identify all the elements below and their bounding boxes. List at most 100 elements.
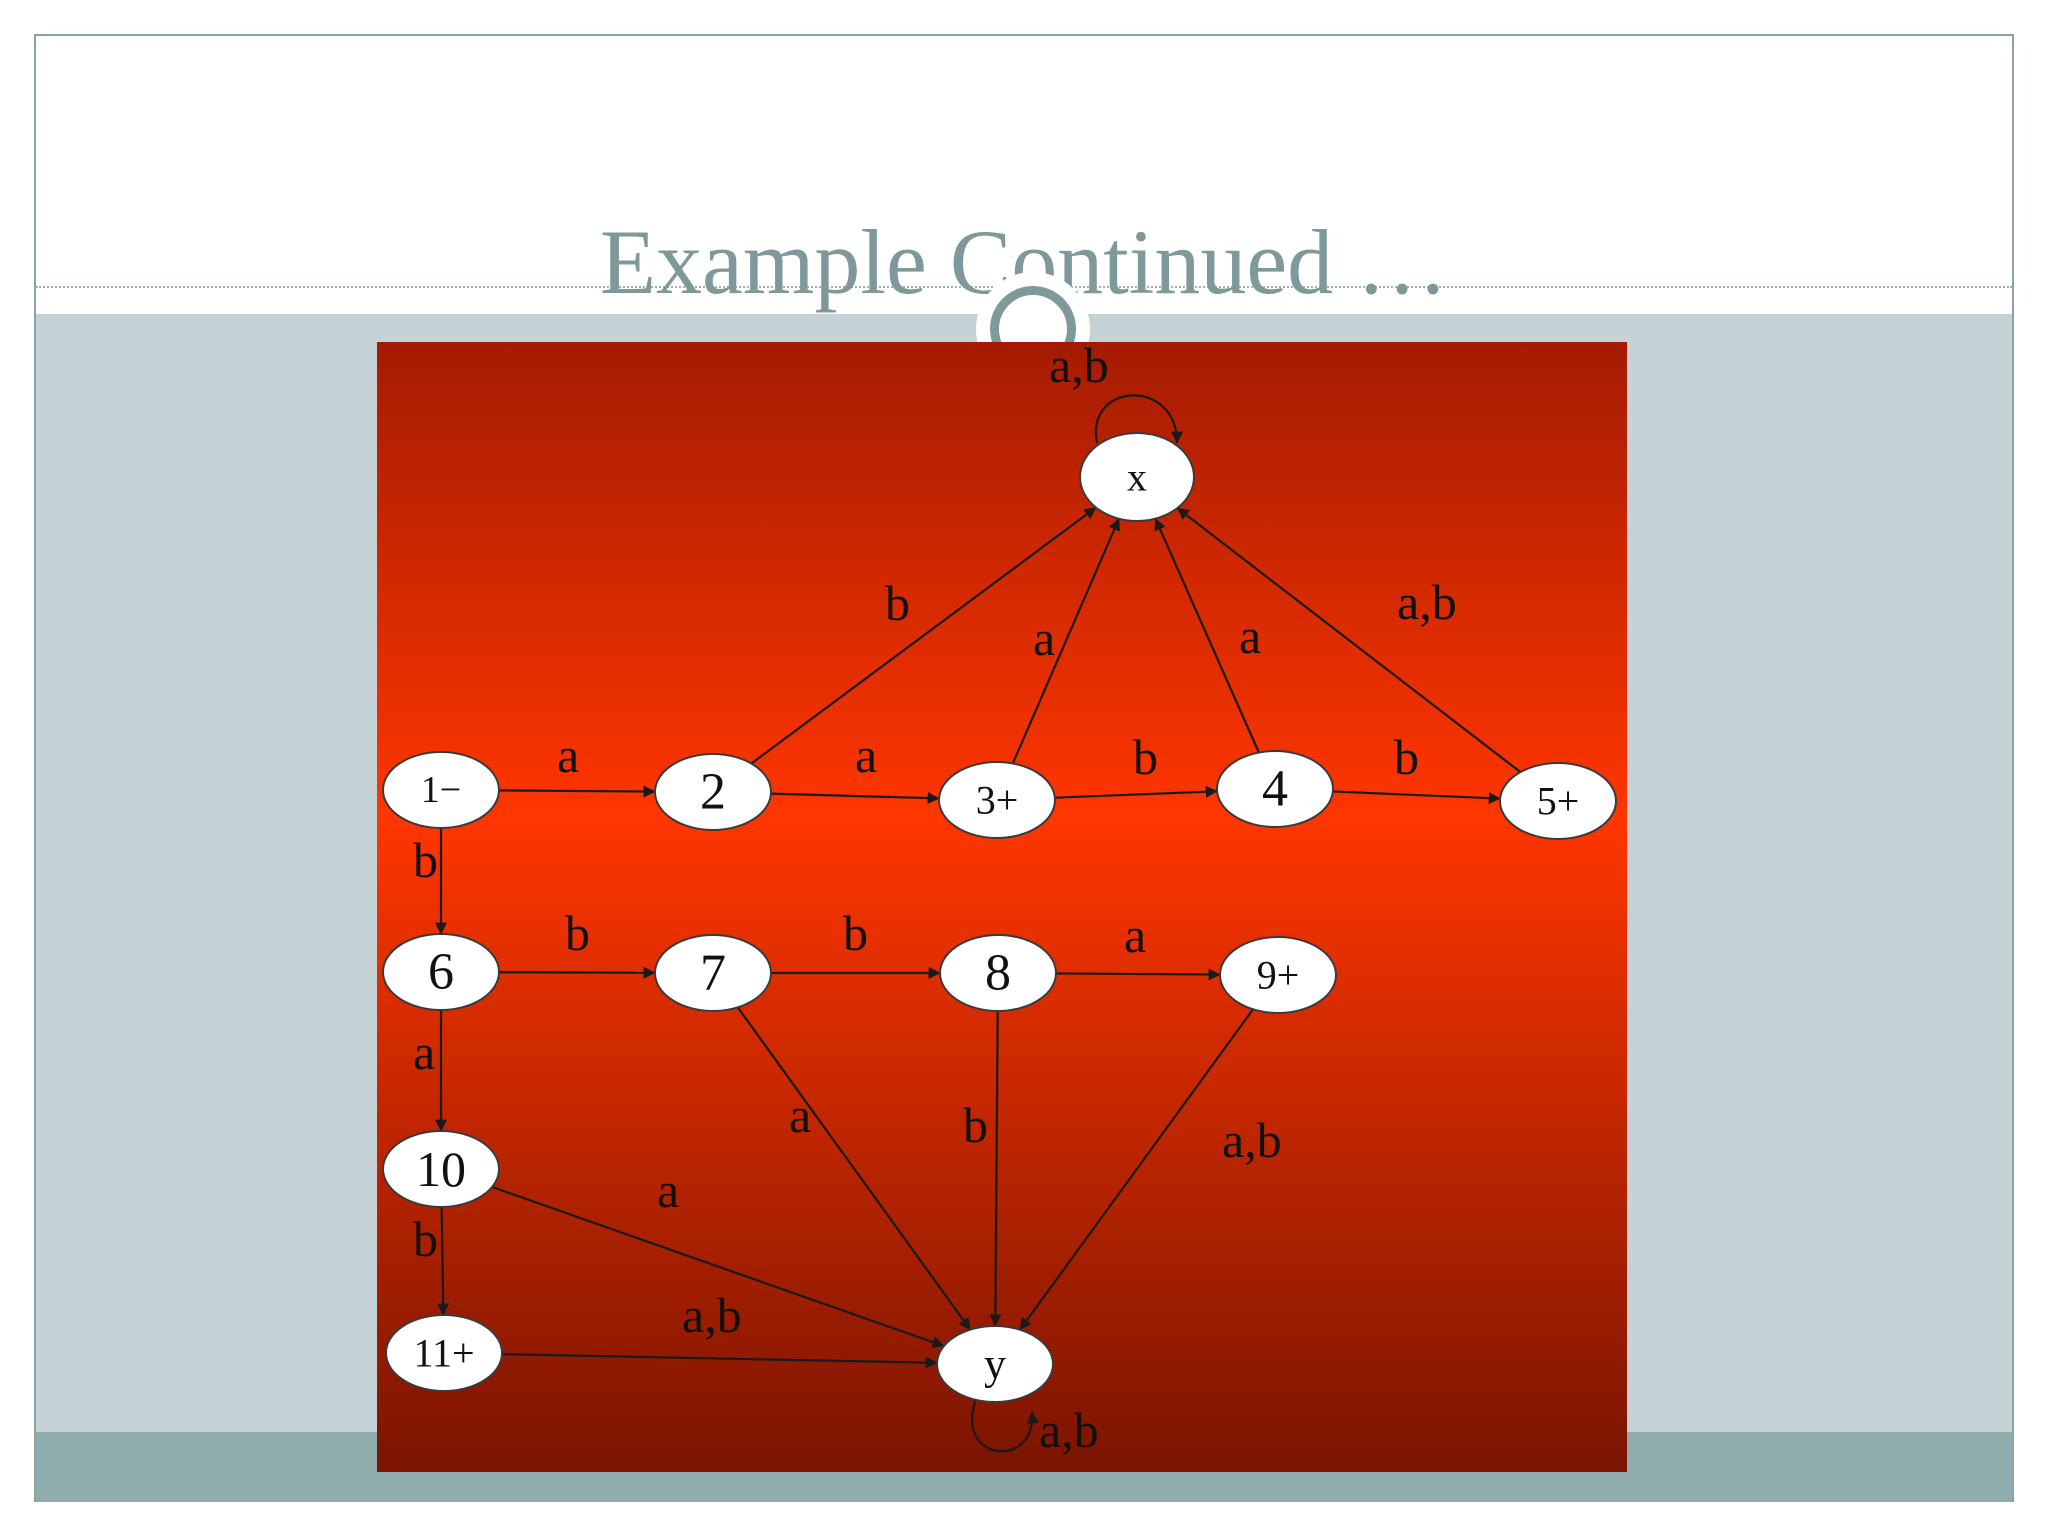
edge-label: a,b bbox=[1039, 1402, 1099, 1458]
edge-label: a bbox=[1124, 907, 1146, 963]
state-ellipse bbox=[654, 934, 772, 1012]
edge-label: b bbox=[565, 905, 590, 961]
state-ellipse bbox=[939, 934, 1057, 1012]
state-node-n9: 9+ bbox=[1219, 936, 1337, 1014]
edge-arrow bbox=[498, 966, 656, 979]
state-label: 10 bbox=[416, 1141, 466, 1197]
edge-n10-y: a bbox=[491, 1162, 945, 1348]
edge-label: b bbox=[963, 1097, 988, 1153]
edge-label: a bbox=[557, 727, 579, 783]
edge-label: a bbox=[413, 1024, 435, 1080]
edge-arrow bbox=[770, 792, 940, 805]
edge-y-y: a,b bbox=[971, 1391, 1099, 1458]
state-diagram: a,b a a b b b a a a,b b b b a a b a b a,b a a,b a,b x 1− 2 3+ 4 5… bbox=[377, 342, 1627, 1472]
state-ellipse bbox=[1499, 762, 1617, 840]
edge-n10-n11: b bbox=[413, 1206, 450, 1316]
state-ellipse bbox=[936, 1325, 1054, 1403]
state-label: 2 bbox=[700, 764, 726, 821]
edge-label: b bbox=[885, 575, 910, 631]
edge-label: b bbox=[413, 832, 438, 888]
edge-n3-n4: b bbox=[1054, 729, 1218, 799]
edge-n4-x: a bbox=[1154, 518, 1261, 753]
edge-arrow bbox=[750, 506, 1097, 765]
edge-arrow bbox=[1176, 507, 1522, 773]
edge-label: a,b bbox=[1222, 1112, 1282, 1168]
edge-n7-n8: b bbox=[771, 905, 941, 979]
edge-label: a bbox=[1239, 608, 1261, 664]
state-node-n4: 4 bbox=[1216, 750, 1334, 828]
nodes-layer: x 1− 2 3+ 4 5+ 6 7 8 9+ 10 11+ y bbox=[382, 432, 1617, 1403]
edge-n4-n5: b bbox=[1332, 729, 1501, 805]
state-label: 9+ bbox=[1257, 953, 1300, 998]
state-node-n6: 6 bbox=[382, 933, 500, 1011]
state-ellipse bbox=[938, 761, 1056, 839]
edge-arrow bbox=[1154, 518, 1260, 753]
edge-label: a,b bbox=[1397, 574, 1457, 630]
state-node-n1: 1− bbox=[382, 751, 500, 829]
state-label: 11+ bbox=[413, 1331, 474, 1376]
state-node-n10: 10 bbox=[382, 1130, 500, 1208]
edge-arrow bbox=[1054, 785, 1218, 799]
state-label: 4 bbox=[1262, 761, 1288, 818]
state-label: 7 bbox=[700, 945, 726, 1002]
edge-n2-n3: a bbox=[770, 727, 940, 805]
state-node-n8: 8 bbox=[939, 934, 1057, 1012]
state-label: 1− bbox=[421, 769, 461, 811]
edge-n11-y: a,b bbox=[501, 1287, 938, 1369]
state-label: 3+ bbox=[976, 778, 1019, 823]
edge-n1-n6: b bbox=[413, 828, 447, 935]
edges-layer: a,b a a b b b a a a,b b b b a a b a b a,b a a,b a,b bbox=[413, 342, 1522, 1458]
edge-arrow bbox=[501, 1353, 938, 1369]
edge-arrow bbox=[437, 1206, 450, 1316]
state-node-x: x bbox=[1079, 432, 1195, 522]
state-label: 8 bbox=[985, 945, 1011, 1002]
state-label: 6 bbox=[428, 944, 454, 1001]
edge-n9-y: a,b bbox=[1019, 1008, 1282, 1331]
edge-label: b bbox=[1394, 729, 1419, 785]
edge-n8-n9: a bbox=[1055, 907, 1221, 981]
edge-n5-x: a,b bbox=[1176, 507, 1522, 773]
edge-label: a,b bbox=[1049, 342, 1109, 393]
state-label: y bbox=[984, 1340, 1006, 1389]
edge-n6-n7: b bbox=[498, 905, 656, 979]
state-node-n3: 3+ bbox=[938, 761, 1056, 839]
state-node-n2: 2 bbox=[654, 753, 772, 831]
edge-label: a bbox=[657, 1162, 679, 1218]
edge-x-x: a,b bbox=[1049, 342, 1183, 444]
edge-arrow bbox=[989, 1010, 1002, 1327]
state-node-n5: 5+ bbox=[1499, 762, 1617, 840]
edge-arrow bbox=[736, 1006, 972, 1331]
edge-n1-n2: a bbox=[498, 727, 656, 798]
edge-arrow bbox=[1055, 968, 1221, 981]
edge-n8-y: b bbox=[963, 1010, 1002, 1327]
edge-arrow bbox=[491, 1185, 945, 1348]
state-ellipse bbox=[382, 1130, 500, 1208]
edge-label: a bbox=[789, 1087, 811, 1143]
edge-label: a bbox=[855, 727, 877, 783]
edge-n7-y: a bbox=[736, 1006, 972, 1331]
state-node-n7: 7 bbox=[654, 934, 772, 1012]
edge-arrow bbox=[1332, 790, 1501, 805]
diagram-background bbox=[377, 342, 1627, 1472]
edge-arrow bbox=[971, 1391, 1039, 1453]
edge-arrow bbox=[1094, 394, 1183, 444]
edge-label: b bbox=[1133, 729, 1158, 785]
state-ellipse bbox=[382, 933, 500, 1011]
state-ellipse bbox=[385, 1314, 503, 1392]
edge-arrow bbox=[498, 785, 656, 798]
state-ellipse bbox=[654, 753, 772, 831]
edge-arrow bbox=[1019, 1008, 1254, 1331]
state-ellipse bbox=[1079, 432, 1195, 522]
edge-arrow bbox=[1011, 518, 1120, 764]
edge-n6-n10: a bbox=[413, 1010, 447, 1132]
edge-label: a,b bbox=[682, 1287, 742, 1343]
edge-label: a bbox=[1033, 610, 1055, 666]
edge-label: b bbox=[843, 905, 868, 961]
state-label: 5+ bbox=[1537, 779, 1580, 824]
state-node-n11: 11+ bbox=[385, 1314, 503, 1392]
edge-n2-x: b bbox=[750, 506, 1097, 765]
edge-label: b bbox=[413, 1211, 438, 1267]
state-ellipse bbox=[1216, 750, 1334, 828]
edge-n3-x: a bbox=[1011, 518, 1120, 764]
state-ellipse bbox=[1219, 936, 1337, 1014]
